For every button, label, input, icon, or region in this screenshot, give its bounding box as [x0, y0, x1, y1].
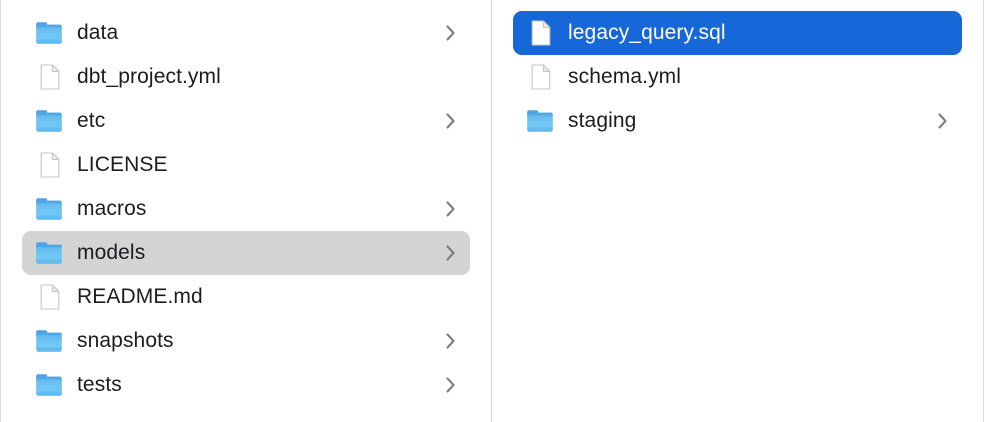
file-name: staging: [568, 109, 637, 132]
left-item-tests[interactable]: tests: [22, 363, 470, 407]
left-item-readme-md[interactable]: README.md: [22, 275, 470, 319]
file-icon: [35, 283, 63, 311]
right-item-staging[interactable]: staging: [513, 99, 962, 143]
left-item-data[interactable]: data: [22, 11, 470, 55]
file-icon: [526, 19, 554, 47]
folder-icon: [526, 107, 554, 135]
column-divider[interactable]: [491, 0, 492, 422]
chevron-right-icon: [937, 112, 948, 130]
file-icon: [35, 63, 63, 91]
left-item-snapshots[interactable]: snapshots: [22, 319, 470, 363]
chevron-right-icon: [445, 200, 456, 218]
chevron-right-icon: [445, 376, 456, 394]
left-item-macros[interactable]: macros: [22, 187, 470, 231]
file-name: README.md: [77, 285, 203, 308]
chevron-right-icon: [445, 244, 456, 262]
file-name: LICENSE: [77, 153, 168, 176]
left-item-models[interactable]: models: [22, 231, 470, 275]
column-left: data dbt_project.yml: [1, 0, 491, 422]
file-name: schema.yml: [568, 65, 682, 88]
folder-icon: [35, 239, 63, 267]
file-name: dbt_project.yml: [77, 65, 221, 88]
folder-icon: [35, 107, 63, 135]
chevron-right-icon: [445, 24, 456, 42]
folder-icon: [35, 371, 63, 399]
left-item-license[interactable]: LICENSE: [22, 143, 470, 187]
left-item-etc[interactable]: etc: [22, 99, 470, 143]
folder-icon: [35, 19, 63, 47]
file-name: legacy_query.sql: [568, 21, 726, 44]
file-name: snapshots: [77, 329, 174, 352]
left-item-dbt-project-yml[interactable]: dbt_project.yml: [22, 55, 470, 99]
file-name: data: [77, 21, 119, 44]
file-name: models: [77, 241, 146, 264]
right-item-legacy-query-sql[interactable]: legacy_query.sql: [513, 11, 962, 55]
folder-icon: [35, 195, 63, 223]
column-right: legacy_query.sql schema.yml: [492, 0, 983, 422]
file-name: macros: [77, 197, 147, 220]
file-icon: [35, 151, 63, 179]
file-name: tests: [77, 373, 122, 396]
folder-icon: [35, 327, 63, 355]
chevron-right-icon: [445, 112, 456, 130]
chevron-right-icon: [445, 332, 456, 350]
right-item-schema-yml[interactable]: schema.yml: [513, 55, 962, 99]
file-name: etc: [77, 109, 106, 132]
file-icon: [526, 63, 554, 91]
